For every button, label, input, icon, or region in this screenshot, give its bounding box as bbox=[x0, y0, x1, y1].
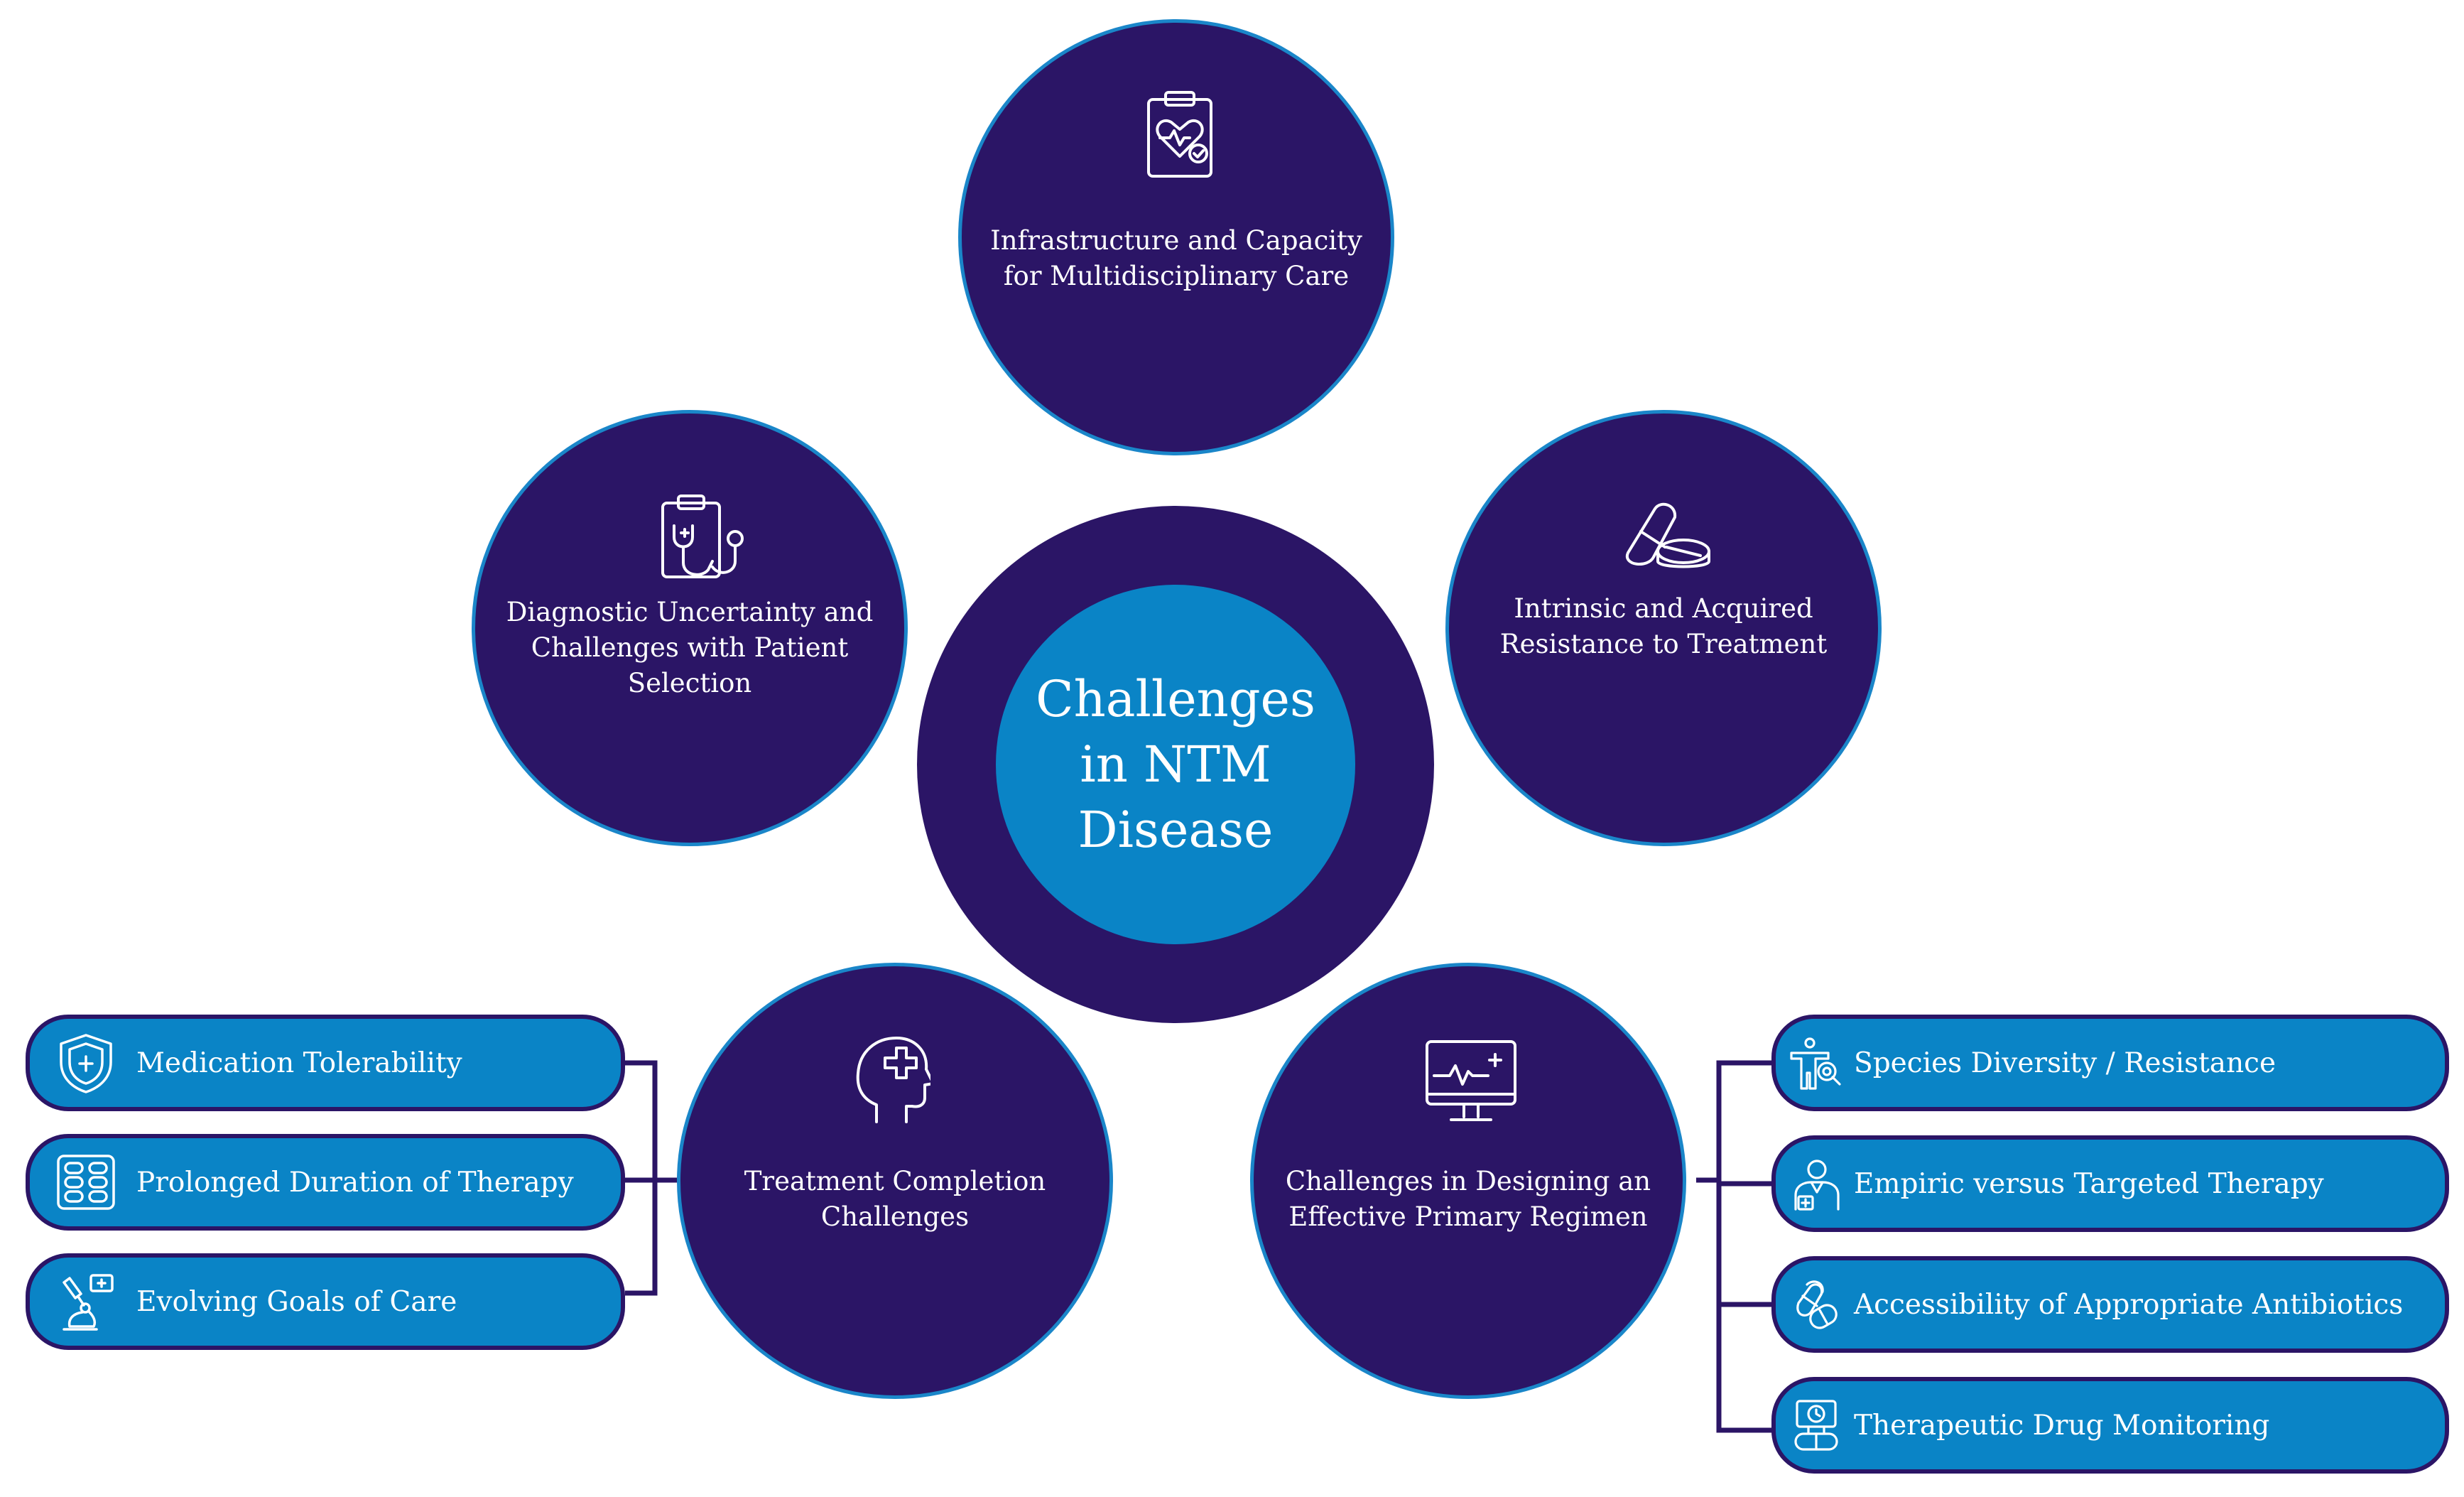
item-label: Accessibility of Appropriate Antibiotics bbox=[1854, 1288, 2404, 1321]
item-species-diversity: Species Diversity / Resistance bbox=[1771, 1015, 2449, 1111]
pill-blister-icon bbox=[57, 1155, 115, 1210]
pills-icon bbox=[1625, 502, 1710, 568]
clipboard-heart-icon bbox=[1147, 91, 1212, 178]
item-label: Evolving Goals of Care bbox=[136, 1285, 457, 1318]
item-label: Species Diversity / Resistance bbox=[1854, 1047, 2276, 1079]
item-medication-tolerability: Medication Tolerability bbox=[26, 1015, 625, 1111]
center-title: Challenges in NTM Disease bbox=[1036, 670, 1315, 859]
challenge-diagnostic-uncertainty: Diagnostic Uncertainty and Challenges wi… bbox=[472, 410, 908, 846]
item-evolving-goals: Evolving Goals of Care bbox=[26, 1253, 625, 1350]
challenge-label: Challenges in Designing an Effective Pri… bbox=[1285, 1166, 1651, 1232]
clock-pill-icon bbox=[1794, 1400, 1838, 1451]
challenge-primary-regimen: Challenges in Designing an Effective Pri… bbox=[1250, 963, 1686, 1399]
shield-icon bbox=[60, 1034, 112, 1093]
challenge-resistance: Intrinsic and Acquired Resistance to Tre… bbox=[1445, 410, 1882, 846]
clipboard-stethoscope-icon bbox=[661, 495, 744, 578]
item-label: Therapeutic Drug Monitoring bbox=[1854, 1409, 2270, 1442]
item-label: Empiric versus Targeted Therapy bbox=[1854, 1167, 2324, 1200]
challenge-label: Infrastructure and Capacity for Multidis… bbox=[990, 225, 1362, 291]
challenge-label: Diagnostic Uncertainty and Challenges wi… bbox=[506, 597, 874, 698]
center-hub: Challenges in NTM Disease bbox=[996, 585, 1355, 944]
item-label: Medication Tolerability bbox=[136, 1047, 462, 1079]
item-empiric-vs-targeted: Empiric versus Targeted Therapy bbox=[1771, 1135, 2449, 1232]
doctor-icon bbox=[1794, 1160, 1840, 1211]
challenge-label: Intrinsic and Acquired Resistance to Tre… bbox=[1499, 593, 1828, 659]
item-prolonged-duration: Prolonged Duration of Therapy bbox=[26, 1134, 625, 1231]
challenge-infrastructure: Infrastructure and Capacity for Multidis… bbox=[958, 19, 1394, 455]
monitor-heartbeat-icon bbox=[1426, 1040, 1516, 1121]
person-target-icon bbox=[1790, 1037, 1841, 1090]
item-label: Prolonged Duration of Therapy bbox=[136, 1166, 574, 1199]
microscope-icon bbox=[63, 1274, 114, 1331]
capsules-icon bbox=[1796, 1280, 1838, 1329]
item-antibiotic-accessibility: Accessibility of Appropriate Antibiotics bbox=[1771, 1256, 2449, 1353]
challenge-label: Treatment Completion Challenges bbox=[744, 1166, 1046, 1232]
challenge-treatment-completion: Treatment Completion Challenges bbox=[677, 963, 1113, 1399]
head-medical-cross-icon bbox=[856, 1037, 930, 1123]
item-drug-monitoring: Therapeutic Drug Monitoring bbox=[1771, 1377, 2449, 1474]
